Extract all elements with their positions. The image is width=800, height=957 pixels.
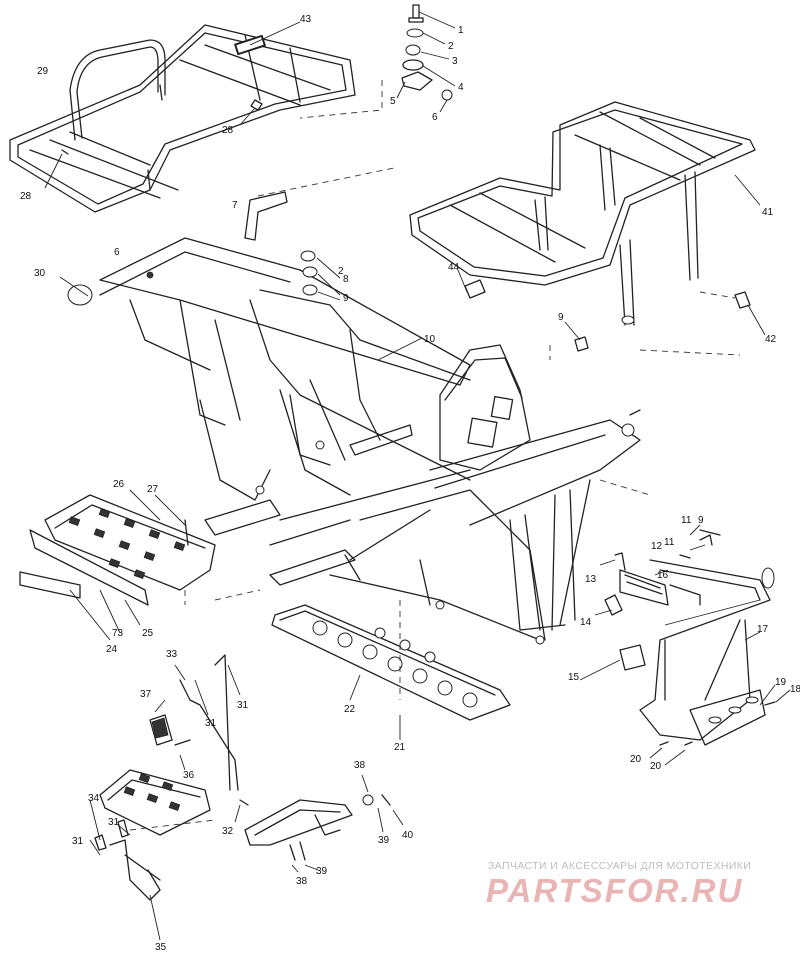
watermark-tagline: ЗАПЧАСТИ И АКСЕССУАРЫ ДЛЯ МОТОТЕХНИКИ xyxy=(488,860,752,872)
callout: 44 xyxy=(448,262,460,273)
callout: 6 xyxy=(114,247,120,258)
callout: 2 xyxy=(338,266,344,277)
callout: 36 xyxy=(183,770,195,781)
callout: 9 xyxy=(343,293,349,304)
callout: 14 xyxy=(580,617,592,628)
callout-labels: 1 2 3 4 5 6 7 8 9 10 11 12 13 14 15 16 1… xyxy=(20,14,800,953)
callout: 43 xyxy=(300,14,312,25)
callout: 73 xyxy=(112,628,124,639)
callout: 31 xyxy=(237,700,249,711)
skid-plate xyxy=(271,600,511,740)
callout: 29 xyxy=(37,66,49,77)
rear-bumper xyxy=(639,524,791,766)
callout: 41 xyxy=(762,207,774,218)
step-plate xyxy=(244,774,404,873)
left-footrest xyxy=(19,489,261,641)
callout: 20 xyxy=(630,754,642,765)
callout: 5 xyxy=(390,96,396,107)
callout: 39 xyxy=(316,866,328,877)
callout: 6 xyxy=(432,112,438,123)
callout: 8 xyxy=(343,274,349,285)
callout: 27 xyxy=(147,484,159,495)
callout: 2 xyxy=(448,41,454,52)
callout: 30 xyxy=(34,268,46,279)
callout: 38 xyxy=(296,876,308,887)
callout: 20 xyxy=(650,761,662,772)
callout: 31 xyxy=(72,836,84,847)
callout: 28 xyxy=(222,125,234,136)
callout: 26 xyxy=(113,479,125,490)
mount-hardware-stack xyxy=(299,4,456,119)
callout: 18 xyxy=(790,684,800,695)
callout: 9 xyxy=(698,515,704,526)
callout: 32 xyxy=(222,826,234,837)
callout: 28 xyxy=(20,191,32,202)
callout: 21 xyxy=(394,742,406,753)
callout: 15 xyxy=(568,672,580,683)
callout: 19 xyxy=(775,677,787,688)
callout: 1 xyxy=(458,25,464,36)
callout: 38 xyxy=(354,760,366,771)
callout: 3 xyxy=(452,56,458,67)
callout: 37 xyxy=(140,689,152,700)
callout: 22 xyxy=(344,704,356,715)
callout: 13 xyxy=(585,574,597,585)
watermark-logo: PARTSFOR.RU xyxy=(486,872,744,909)
callout: 9 xyxy=(558,312,564,323)
callout: 39 xyxy=(378,835,390,846)
callout: 42 xyxy=(765,334,777,345)
callout: 35 xyxy=(155,942,167,952)
main-frame xyxy=(67,191,651,645)
callout: 31 xyxy=(108,817,120,828)
callout: 10 xyxy=(424,334,436,345)
front-rack xyxy=(9,21,356,213)
callout: 31 xyxy=(205,718,217,729)
callout: 25 xyxy=(142,628,154,639)
callout: 7 xyxy=(232,200,238,211)
rear-rack xyxy=(409,101,756,356)
callout: 12 xyxy=(651,541,663,552)
callout: 16 xyxy=(657,570,669,581)
callout: 4 xyxy=(458,82,464,93)
callout: 11 xyxy=(664,537,675,548)
callout: 24 xyxy=(106,644,118,655)
callout: 17 xyxy=(757,624,769,635)
callout: 33 xyxy=(166,649,178,660)
callout: 11 xyxy=(681,515,692,526)
callout: 34 xyxy=(88,793,100,804)
right-footrest xyxy=(89,654,249,941)
callout: 40 xyxy=(402,830,414,841)
